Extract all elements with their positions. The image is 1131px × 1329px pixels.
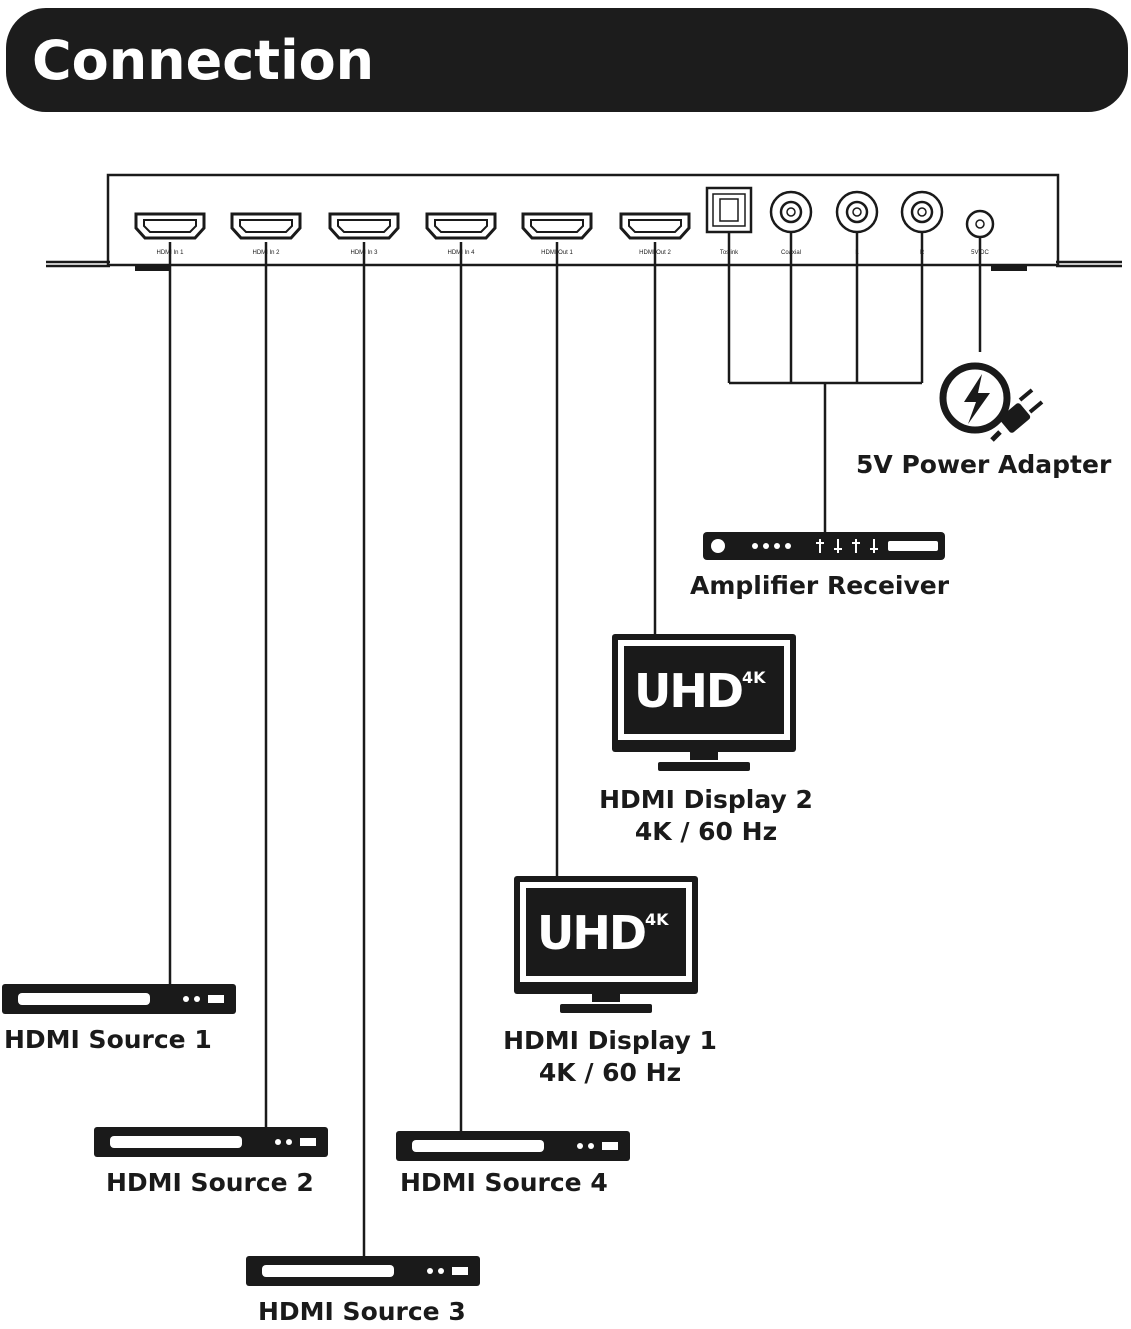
source3-label: HDMI Source 3 [258,1297,466,1326]
display1-uhd-badge: UHD4K [537,906,669,960]
hdmi-port-icon [134,212,206,240]
hdmi-port-icon [521,212,593,240]
source2-label: HDMI Source 2 [106,1168,314,1197]
hdmi-port-icon [425,212,497,240]
display2-name: HDMI Display 2 [599,785,813,814]
hdmi-port-inner [239,219,293,233]
hdmi-port-inner [530,219,584,233]
display2-label: HDMI Display 2 4K / 60 Hz [586,784,826,848]
source4-label: HDMI Source 4 [400,1168,608,1197]
display1-monitor-icon [514,876,698,1013]
display2-uhd-badge: UHD4K [634,664,766,718]
amplifier-receiver-label: Amplifier Receiver [690,571,950,600]
hdmi-port-inner [143,219,197,233]
source3-device-icon [246,1256,480,1286]
display1-name: HDMI Display 1 [503,1026,717,1055]
hdmi-port-inner [337,219,391,233]
display1-spec: 4K / 60 Hz [538,1058,682,1087]
header-banner: Connection [6,8,1128,112]
cables [168,232,982,1256]
lightning-plug-icon [939,362,1044,442]
display2-spec: 4K / 60 Hz [634,817,778,846]
display2-monitor-icon [612,634,796,771]
display1-label: HDMI Display 1 4K / 60 Hz [490,1025,730,1089]
source1-device-icon [2,984,236,1014]
amplifier-receiver-device [703,532,945,560]
source1-label: HDMI Source 1 [4,1025,212,1054]
page-title: Connection [32,29,375,92]
optical-port-icon [705,186,753,234]
source2-device-icon [94,1127,328,1157]
hdmi-port-icon [619,212,691,240]
hdmi-port-inner [628,219,682,233]
hdmi-port-inner [434,219,488,233]
hdmi-port-icon [328,212,400,240]
power-adapter-label: 5V Power Adapter [856,450,1112,479]
hdmi-port-icon [230,212,302,240]
source4-device-icon [396,1131,630,1161]
